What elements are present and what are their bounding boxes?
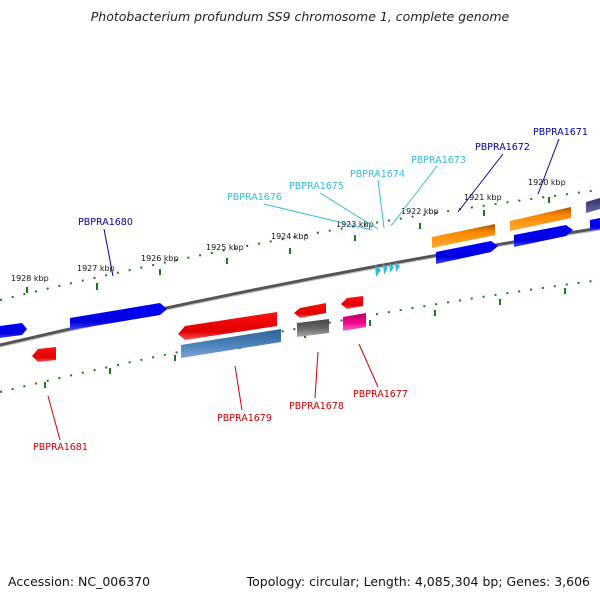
gene-arrow-forward[interactable]: [436, 241, 498, 264]
gene-arrow-forward[interactable]: [70, 303, 167, 330]
gene-arrow-forward[interactable]: [510, 207, 571, 231]
gene-label[interactable]: PBPRA1674: [350, 169, 405, 180]
gene-arrow-small[interactable]: [375, 262, 400, 277]
gene-arrow-reverse[interactable]: [181, 329, 281, 358]
gene-arrow-reverse[interactable]: [343, 313, 366, 331]
gene-label[interactable]: PBPRA1680: [78, 217, 133, 228]
scale-label: 1921 kbp: [464, 193, 502, 202]
scale-label: 1928 kbp: [11, 274, 49, 283]
scale-ticks-reverse: [44, 288, 566, 388]
scale-label: 1922 kbp: [401, 207, 439, 216]
gene-label[interactable]: PBPRA1673: [411, 155, 466, 166]
gene-arrow-forward[interactable]: [0, 323, 27, 338]
scale-ticks-forward: [26, 197, 550, 293]
scale-label: 1920 kbp: [528, 178, 566, 187]
gene-label[interactable]: PBPRA1675: [289, 181, 344, 192]
gene-label[interactable]: PBPRA1678: [289, 401, 344, 412]
map-title: Photobacterium profundum SS9 chromosome …: [90, 9, 510, 24]
gene-arrow-reverse[interactable]: [297, 319, 329, 337]
gene-arrow-reverse[interactable]: [178, 312, 277, 340]
gene-label[interactable]: PBPRA1681: [33, 442, 88, 453]
gene-arrow-forward[interactable]: [514, 225, 573, 247]
gene-label[interactable]: PBPRA1679: [217, 413, 272, 424]
gene-arrow-forward[interactable]: [586, 198, 600, 231]
label-connectors: [47, 138, 560, 441]
scale-label: 1923 kbp: [336, 220, 374, 229]
gene-arrow-reverse[interactable]: [341, 296, 363, 309]
scale-label: 1926 kbp: [141, 254, 179, 263]
gene-label[interactable]: PBPRA1671: [533, 127, 588, 138]
scale-label: 1925 kbp: [206, 243, 244, 252]
gene-label[interactable]: PBPRA1676: [227, 192, 282, 203]
scale-label: 1927 kbp: [77, 264, 115, 273]
scale-label: 1924 kbp: [271, 232, 309, 241]
accession-text: Accession: NC_006370: [8, 574, 151, 589]
genome-summary-text: Topology: circular; Length: 4,085,304 bp…: [246, 574, 590, 589]
gene-arrow-reverse[interactable]: [294, 303, 326, 318]
gene-label[interactable]: PBPRA1672: [475, 142, 530, 153]
gene-arrow-reverse[interactable]: [32, 347, 56, 362]
gene-arrow-forward[interactable]: [432, 224, 495, 248]
gene-label[interactable]: PBPRA1677: [353, 389, 408, 400]
